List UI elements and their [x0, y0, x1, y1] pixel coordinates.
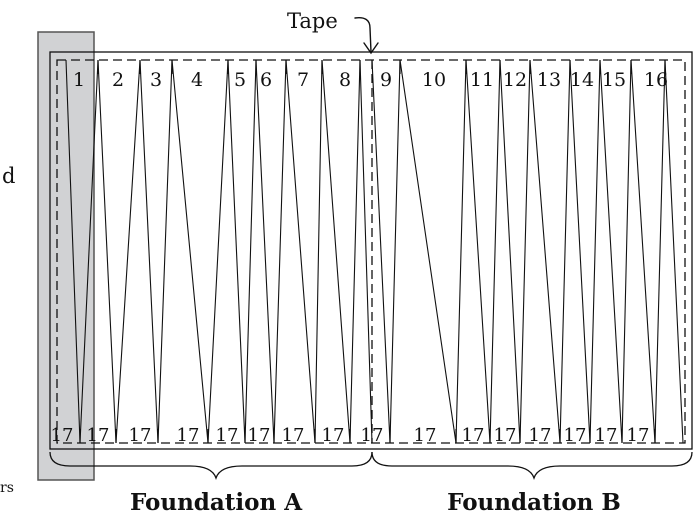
tape-label: Tape: [287, 9, 338, 33]
piece-number: 4: [191, 69, 203, 91]
foundation-b-label: Foundation B: [447, 489, 621, 516]
piece-number: 17: [494, 425, 517, 446]
piece-number: 17: [564, 425, 587, 446]
bottom-piece-numbers: 17 17 17 17 17 17 17 17 17 17 17 17 17 1…: [51, 425, 650, 446]
piece-number: 13: [537, 69, 561, 91]
piece-number: 16: [644, 69, 668, 91]
piece-number: 17: [462, 425, 485, 446]
piece-number: 17: [87, 425, 110, 446]
piece-number: 17: [282, 425, 305, 446]
piece-number: 1: [73, 69, 85, 91]
piece-number: 15: [602, 69, 626, 91]
zigzag-b: [371, 59, 684, 444]
foundation-a-brace: [49, 451, 373, 481]
piece-number: 17: [627, 425, 650, 446]
piece-number: 17: [414, 425, 437, 446]
cropped-text-fragment: d: [2, 164, 15, 188]
foundation-a-label: Foundation A: [130, 489, 303, 516]
piece-number: 14: [570, 69, 594, 91]
cropped-text-fragment: rs: [0, 480, 14, 496]
piece-number: 17: [529, 425, 552, 446]
piece-number: 17: [216, 425, 239, 446]
piece-number: 12: [503, 69, 527, 91]
outer-border: [49, 51, 693, 450]
piece-number: 17: [51, 425, 74, 446]
piece-number: 17: [595, 425, 618, 446]
zigzag-a: [65, 59, 373, 444]
piece-number: 8: [339, 69, 351, 91]
piece-number: 9: [380, 69, 392, 91]
top-ticks: [97, 60, 666, 74]
piece-number: 17: [361, 425, 384, 446]
piece-number: 17: [129, 425, 152, 446]
piece-number: 7: [297, 69, 309, 91]
piece-number: 10: [422, 69, 446, 91]
piece-number: 17: [177, 425, 200, 446]
inner-dashed-border: [56, 59, 686, 444]
piece-number: 5: [234, 69, 246, 91]
piece-number: 11: [470, 69, 494, 91]
piece-number: 2: [112, 69, 124, 91]
piece-number: 6: [260, 69, 272, 91]
piece-number: 17: [248, 425, 271, 446]
tape-arrow-icon: [354, 17, 379, 55]
piece-number: 3: [150, 69, 162, 91]
bottom-ticks: [79, 429, 656, 443]
top-piece-numbers: 1 2 3 4 5 6 7 8 9 10 11 12 13 14 15 16: [73, 69, 668, 91]
piece-number: 17: [322, 425, 345, 446]
foundation-b-brace: [371, 451, 693, 481]
highlight-strip: [37, 31, 95, 481]
